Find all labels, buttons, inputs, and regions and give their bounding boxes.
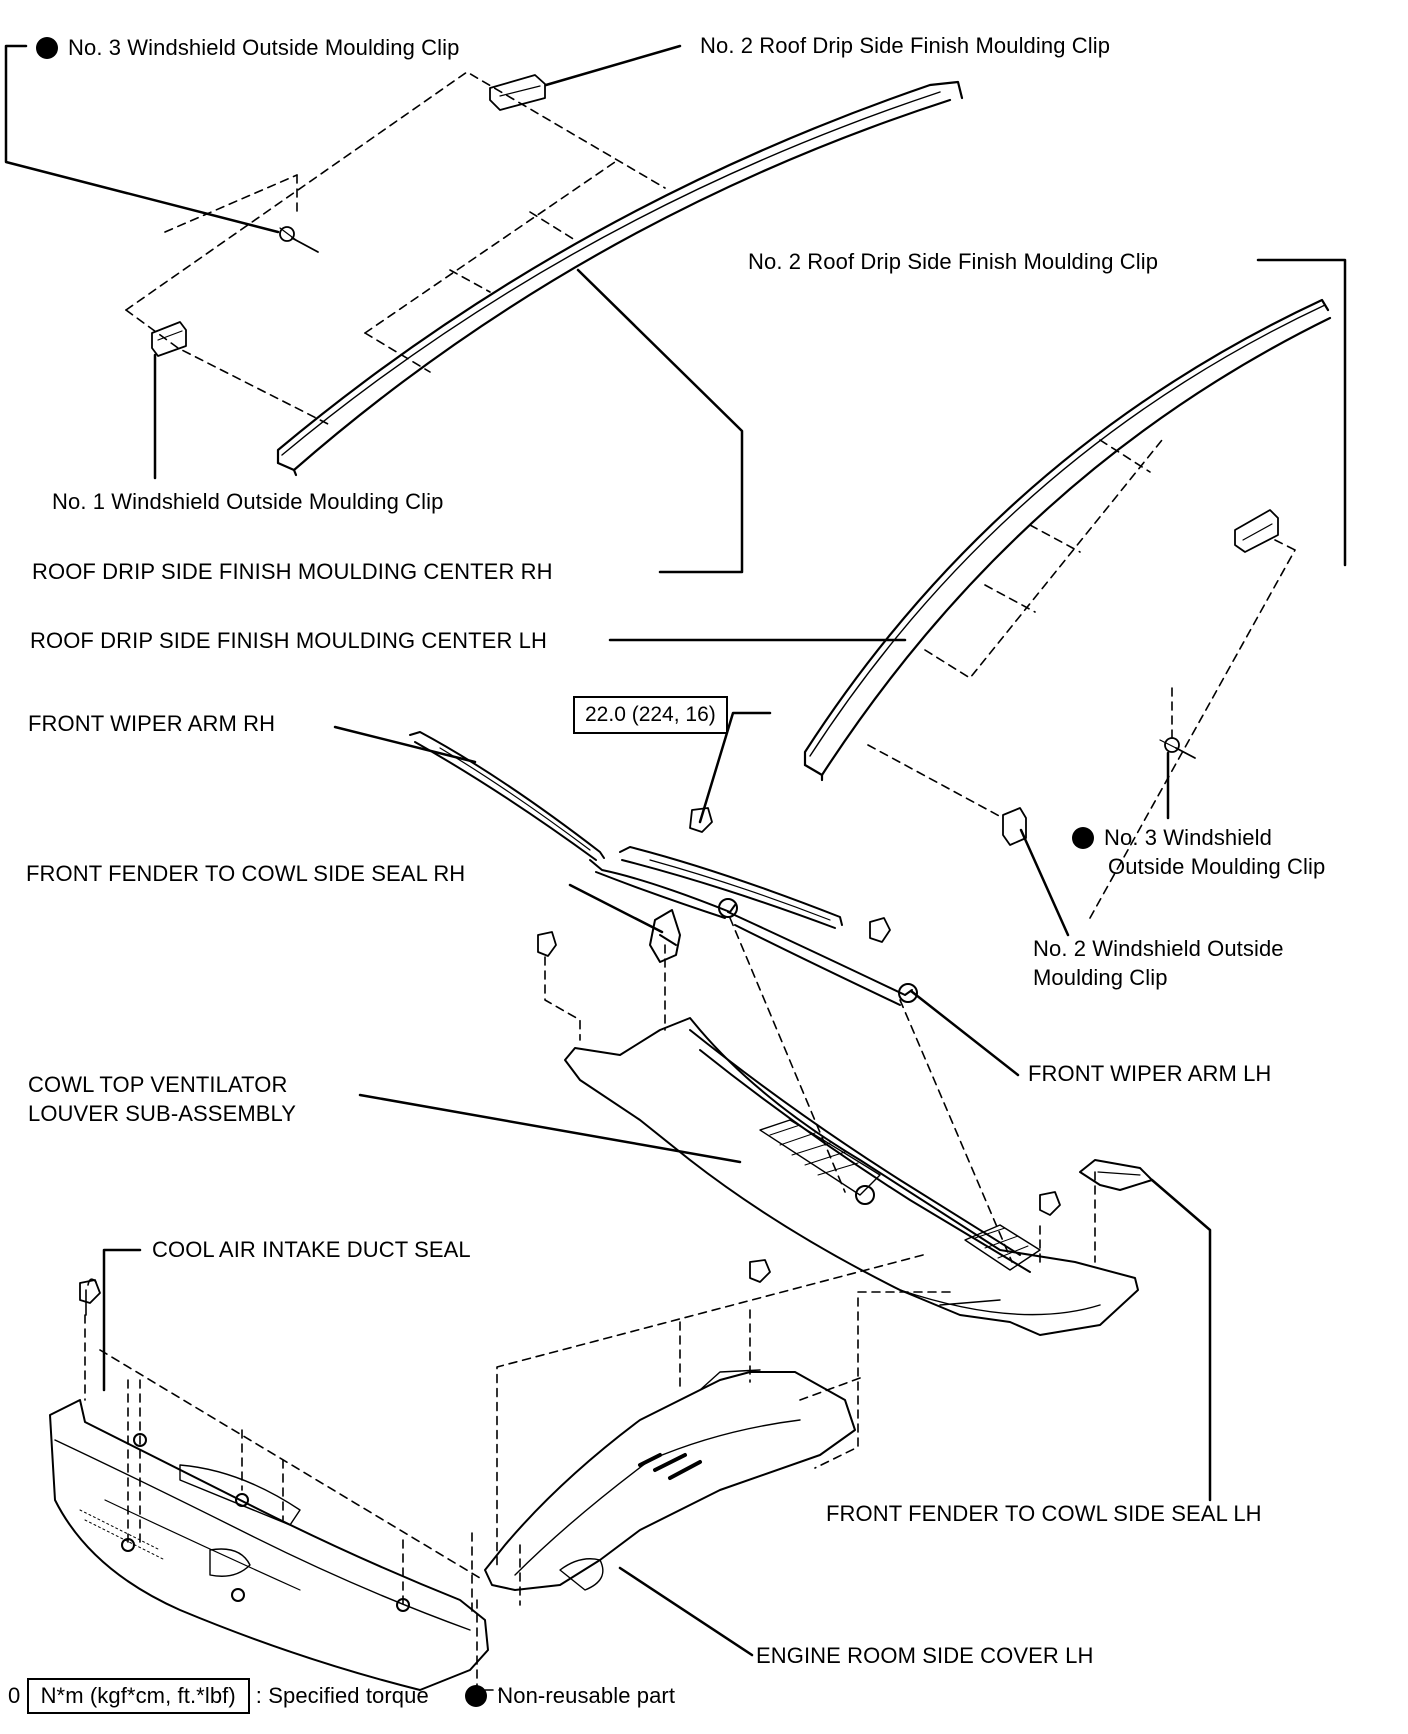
label-wiper-arm-lh: FRONT WIPER ARM LH [1028, 1061, 1272, 1086]
label-cool-air-seal: COOL AIR INTAKE DUCT SEAL [152, 1237, 471, 1262]
label-engine-cover-lh: ENGINE ROOM SIDE COVER LH [756, 1643, 1094, 1668]
label-fender-seal-rh: FRONT FENDER TO COWL SIDE SEAL RH [26, 861, 466, 886]
wiper-nuts [79, 807, 1061, 1304]
legend: 0 N*m (kgf*cm, ft.*lbf): Specified torqu… [8, 1678, 675, 1714]
label-no2-roof-clip-top: No. 2 Roof Drip Side Finish Moulding Cli… [700, 33, 1111, 58]
non-reusable-dot-icon [465, 1685, 488, 1707]
fender-seal-rh [649, 909, 681, 963]
label-no2-ws-clip: No. 2 Windshield Outside Moulding Clip [1033, 936, 1284, 990]
label-roof-center-lh: ROOF DRIP SIDE FINISH MOULDING CENTER LH [30, 628, 547, 653]
roof-moulding-center-rh [276, 80, 964, 477]
label-wiper-arm-rh: FRONT WIPER ARM RH [28, 711, 276, 736]
non-reusable-dot-icon [36, 37, 58, 59]
legend-torque-text: : Specified torque [255, 1683, 429, 1708]
front-wiper-arm-rh [409, 731, 736, 919]
label-fender-seal-lh: FRONT FENDER TO COWL SIDE SEAL LH [826, 1501, 1262, 1526]
cowl-top-louver [564, 1017, 1139, 1336]
label-no3-ws-clip-top: No. 3 Windshield Outside Moulding Clip [36, 34, 459, 62]
cool-air-intake-duct-seal [49, 1278, 489, 1691]
non-reusable-dot-icon [1072, 827, 1094, 849]
fender-seal-lh [1079, 1159, 1153, 1191]
leader-lines [4, 44, 1347, 1657]
label-no2-roof-clip-right: No. 2 Roof Drip Side Finish Moulding Cli… [748, 249, 1159, 274]
legend-nonreusable-text: Non-reusable part [497, 1683, 676, 1708]
engine-room-side-cover-lh [484, 1369, 856, 1591]
roof-moulding-center-lh [803, 298, 1332, 782]
label-cowl-louver: COWL TOP VENTILATOR LOUVER SUB-ASSEMBLY [28, 1072, 297, 1126]
label-no1-ws-clip: No. 1 Windshield Outside Moulding Clip [52, 489, 444, 514]
front-wiper-arm-lh [619, 846, 918, 1006]
legend-torque-unit-box: N*m (kgf*cm, ft.*lbf) [26, 1678, 250, 1714]
moulding-clips [151, 74, 1279, 846]
torque-value-box: 22.0 (224, 16) [573, 696, 728, 734]
legend-prefix: 0 [8, 1683, 21, 1708]
label-roof-center-rh: ROOF DRIP SIDE FINISH MOULDING CENTER RH [32, 559, 553, 584]
label-no3-ws-clip-right: No. 3 Windshield Outside Moulding Clip [1072, 823, 1325, 881]
